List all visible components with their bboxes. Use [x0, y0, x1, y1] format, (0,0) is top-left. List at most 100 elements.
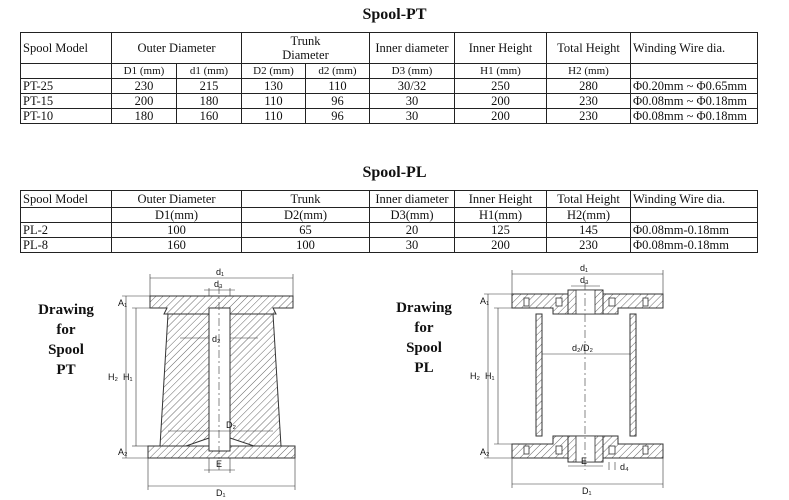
pl-unit-D3: D3(mm)	[369, 207, 455, 223]
pl-cell: 100	[241, 237, 370, 253]
table-row: PT-10 180 160 110 96 30 200 230 Φ0.08mm …	[20, 108, 758, 124]
pl-unit-D1: D1(mm)	[111, 207, 242, 223]
pt-cell: Φ0.08mm ~ Φ0.18mm	[630, 93, 758, 109]
pl-cell: PL-8	[20, 237, 112, 253]
pt-header-inner-diameter: Inner diameter	[369, 32, 455, 64]
pt-dim-E: E	[216, 459, 222, 469]
pt-unit-d2: d2 (mm)	[305, 63, 370, 79]
pl-drawing: d₁ d₃ d₂/D₂ A₁ A₂ H₂ H₁ E d₄ D₁	[470, 263, 664, 496]
pt-dim-d2: d₂	[212, 334, 221, 344]
pt-cell: 200	[454, 93, 547, 109]
pt-header-row: Spool Model Outer Diameter Trunk Diamete…	[20, 32, 758, 64]
pt-cell: 230	[546, 93, 631, 109]
pt-drawing: d₁ d₃ d₂ D₂ A₁ A₂ H₂ H₁ E D₁	[108, 267, 296, 498]
pl-cell: 65	[241, 222, 370, 238]
pl-dim-D1: D₁	[582, 486, 592, 496]
pt-cell: 180	[176, 93, 242, 109]
pl-header-trunk: Trunk	[241, 190, 370, 208]
pl-cell: Φ0.08mm-0.18mm	[630, 222, 758, 238]
pt-header-outer-diameter: Outer Diameter	[111, 32, 242, 64]
pl-spec-table: Spool Model Outer Diameter Trunk Inner d…	[20, 190, 758, 253]
pt-dim-d3: d₃	[214, 279, 223, 289]
pt-cell: 96	[305, 93, 370, 109]
pt-cell: PT-25	[20, 78, 112, 94]
pt-cell: 180	[111, 108, 177, 124]
pl-dim-A2: A₂	[480, 447, 490, 457]
pt-cell: 280	[546, 78, 631, 94]
pl-cell: 160	[111, 237, 242, 253]
pl-header-row: Spool Model Outer Diameter Trunk Inner d…	[20, 190, 758, 208]
pl-header-total-height: Total Height	[546, 190, 631, 208]
pl-unit-empty	[20, 207, 112, 223]
pl-drawing-label: Drawing for Spool PL	[396, 300, 452, 376]
pl-dim-H2: H₂	[470, 371, 480, 381]
pl-cell: 20	[369, 222, 455, 238]
pt-header-total-height: Total Height	[546, 32, 631, 64]
pt-units-row: D1 (mm) d1 (mm) D2 (mm) d2 (mm) D3 (mm) …	[20, 63, 758, 79]
pl-header-outer-diameter: Outer Diameter	[111, 190, 242, 208]
pt-header-inner-height: Inner Height	[454, 32, 547, 64]
table-row: PT-15 200 180 110 96 30 200 230 Φ0.08mm …	[20, 93, 758, 109]
pt-header-winding-wire: Winding Wire dia.	[630, 32, 758, 64]
pt-cell: 110	[241, 108, 306, 124]
pt-dim-D2: D₂	[226, 420, 236, 430]
pl-dim-d3: d₃	[580, 275, 589, 285]
pl-unit-H2: H2(mm)	[546, 207, 631, 223]
pt-unit-H1: H1 (mm)	[454, 63, 547, 79]
pl-cell: PL-2	[20, 222, 112, 238]
pl-dim-A1: A₁	[480, 296, 489, 306]
pl-dim-d2-D2: d₂/D₂	[572, 343, 593, 353]
table-row: PL-8 160 100 30 200 230 Φ0.08mm-0.18mm	[20, 237, 758, 253]
pt-title: Spool-PT	[362, 6, 427, 23]
pl-unit-empty-2	[630, 207, 758, 223]
pt-unit-D1: D1 (mm)	[111, 63, 177, 79]
pl-cell: 230	[546, 237, 631, 253]
pt-unit-H2: H2 (mm)	[546, 63, 631, 79]
pt-cell: Φ0.08mm ~ Φ0.18mm	[630, 108, 758, 124]
pt-dim-H2: H₂	[108, 372, 118, 382]
pt-cell: 160	[176, 108, 242, 124]
pt-unit-d1: d1 (mm)	[176, 63, 242, 79]
pt-unit-D2: D2 (mm)	[241, 63, 306, 79]
pl-header-winding-wire: Winding Wire dia.	[630, 190, 758, 208]
pl-cell: 145	[546, 222, 631, 238]
pt-cell: 215	[176, 78, 242, 94]
pt-cell: 130	[241, 78, 306, 94]
pt-cell: 230	[546, 108, 631, 124]
pl-cell: 125	[454, 222, 547, 238]
pt-cell: 110	[241, 93, 306, 109]
pt-dim-d1: d₁	[216, 267, 224, 277]
pt-cell: Φ0.20mm ~ Φ0.65mm	[630, 78, 758, 94]
pt-cell: 110	[305, 78, 370, 94]
pl-unit-H1: H1(mm)	[454, 207, 547, 223]
pl-header-model: Spool Model	[20, 190, 112, 208]
pt-header-trunk-diameter: Trunk Diameter	[241, 32, 370, 64]
pl-dim-H1: H₁	[485, 371, 495, 381]
pt-cell: PT-15	[20, 93, 112, 109]
pt-cell: 30	[369, 108, 455, 124]
pt-cell: 30/32	[369, 78, 455, 94]
pl-title: Spool-PL	[362, 164, 427, 181]
pt-cell: 200	[454, 108, 547, 124]
pl-header-inner-diameter: Inner diameter	[369, 190, 455, 208]
pt-dim-D1: D₁	[216, 488, 226, 498]
pt-spec-table: Spool Model Outer Diameter Trunk Diamete…	[20, 32, 758, 124]
pt-cell: 96	[305, 108, 370, 124]
pt-cell: 250	[454, 78, 547, 94]
pl-units-row: D1(mm) D2(mm) D3(mm) H1(mm) H2(mm)	[20, 207, 758, 223]
table-row: PL-2 100 65 20 125 145 Φ0.08mm-0.18mm	[20, 222, 758, 238]
pl-dim-E: E	[581, 456, 587, 466]
pt-dim-A2: A₂	[118, 447, 128, 457]
pl-cell: Φ0.08mm-0.18mm	[630, 237, 758, 253]
pl-cell: 30	[369, 237, 455, 253]
pt-unit-empty	[20, 63, 112, 79]
pl-dim-d1: d₁	[580, 263, 588, 273]
pt-dim-A1: A₁	[118, 298, 127, 308]
table-row: PT-25 230 215 130 110 30/32 250 280 Φ0.2…	[20, 78, 758, 94]
pl-cell: 100	[111, 222, 242, 238]
pt-unit-D3: D3 (mm)	[369, 63, 455, 79]
pt-header-model: Spool Model	[20, 32, 112, 64]
pt-cell: 230	[111, 78, 177, 94]
pt-drawing-label: Drawing for Spool PT	[38, 302, 94, 378]
pl-cell: 200	[454, 237, 547, 253]
